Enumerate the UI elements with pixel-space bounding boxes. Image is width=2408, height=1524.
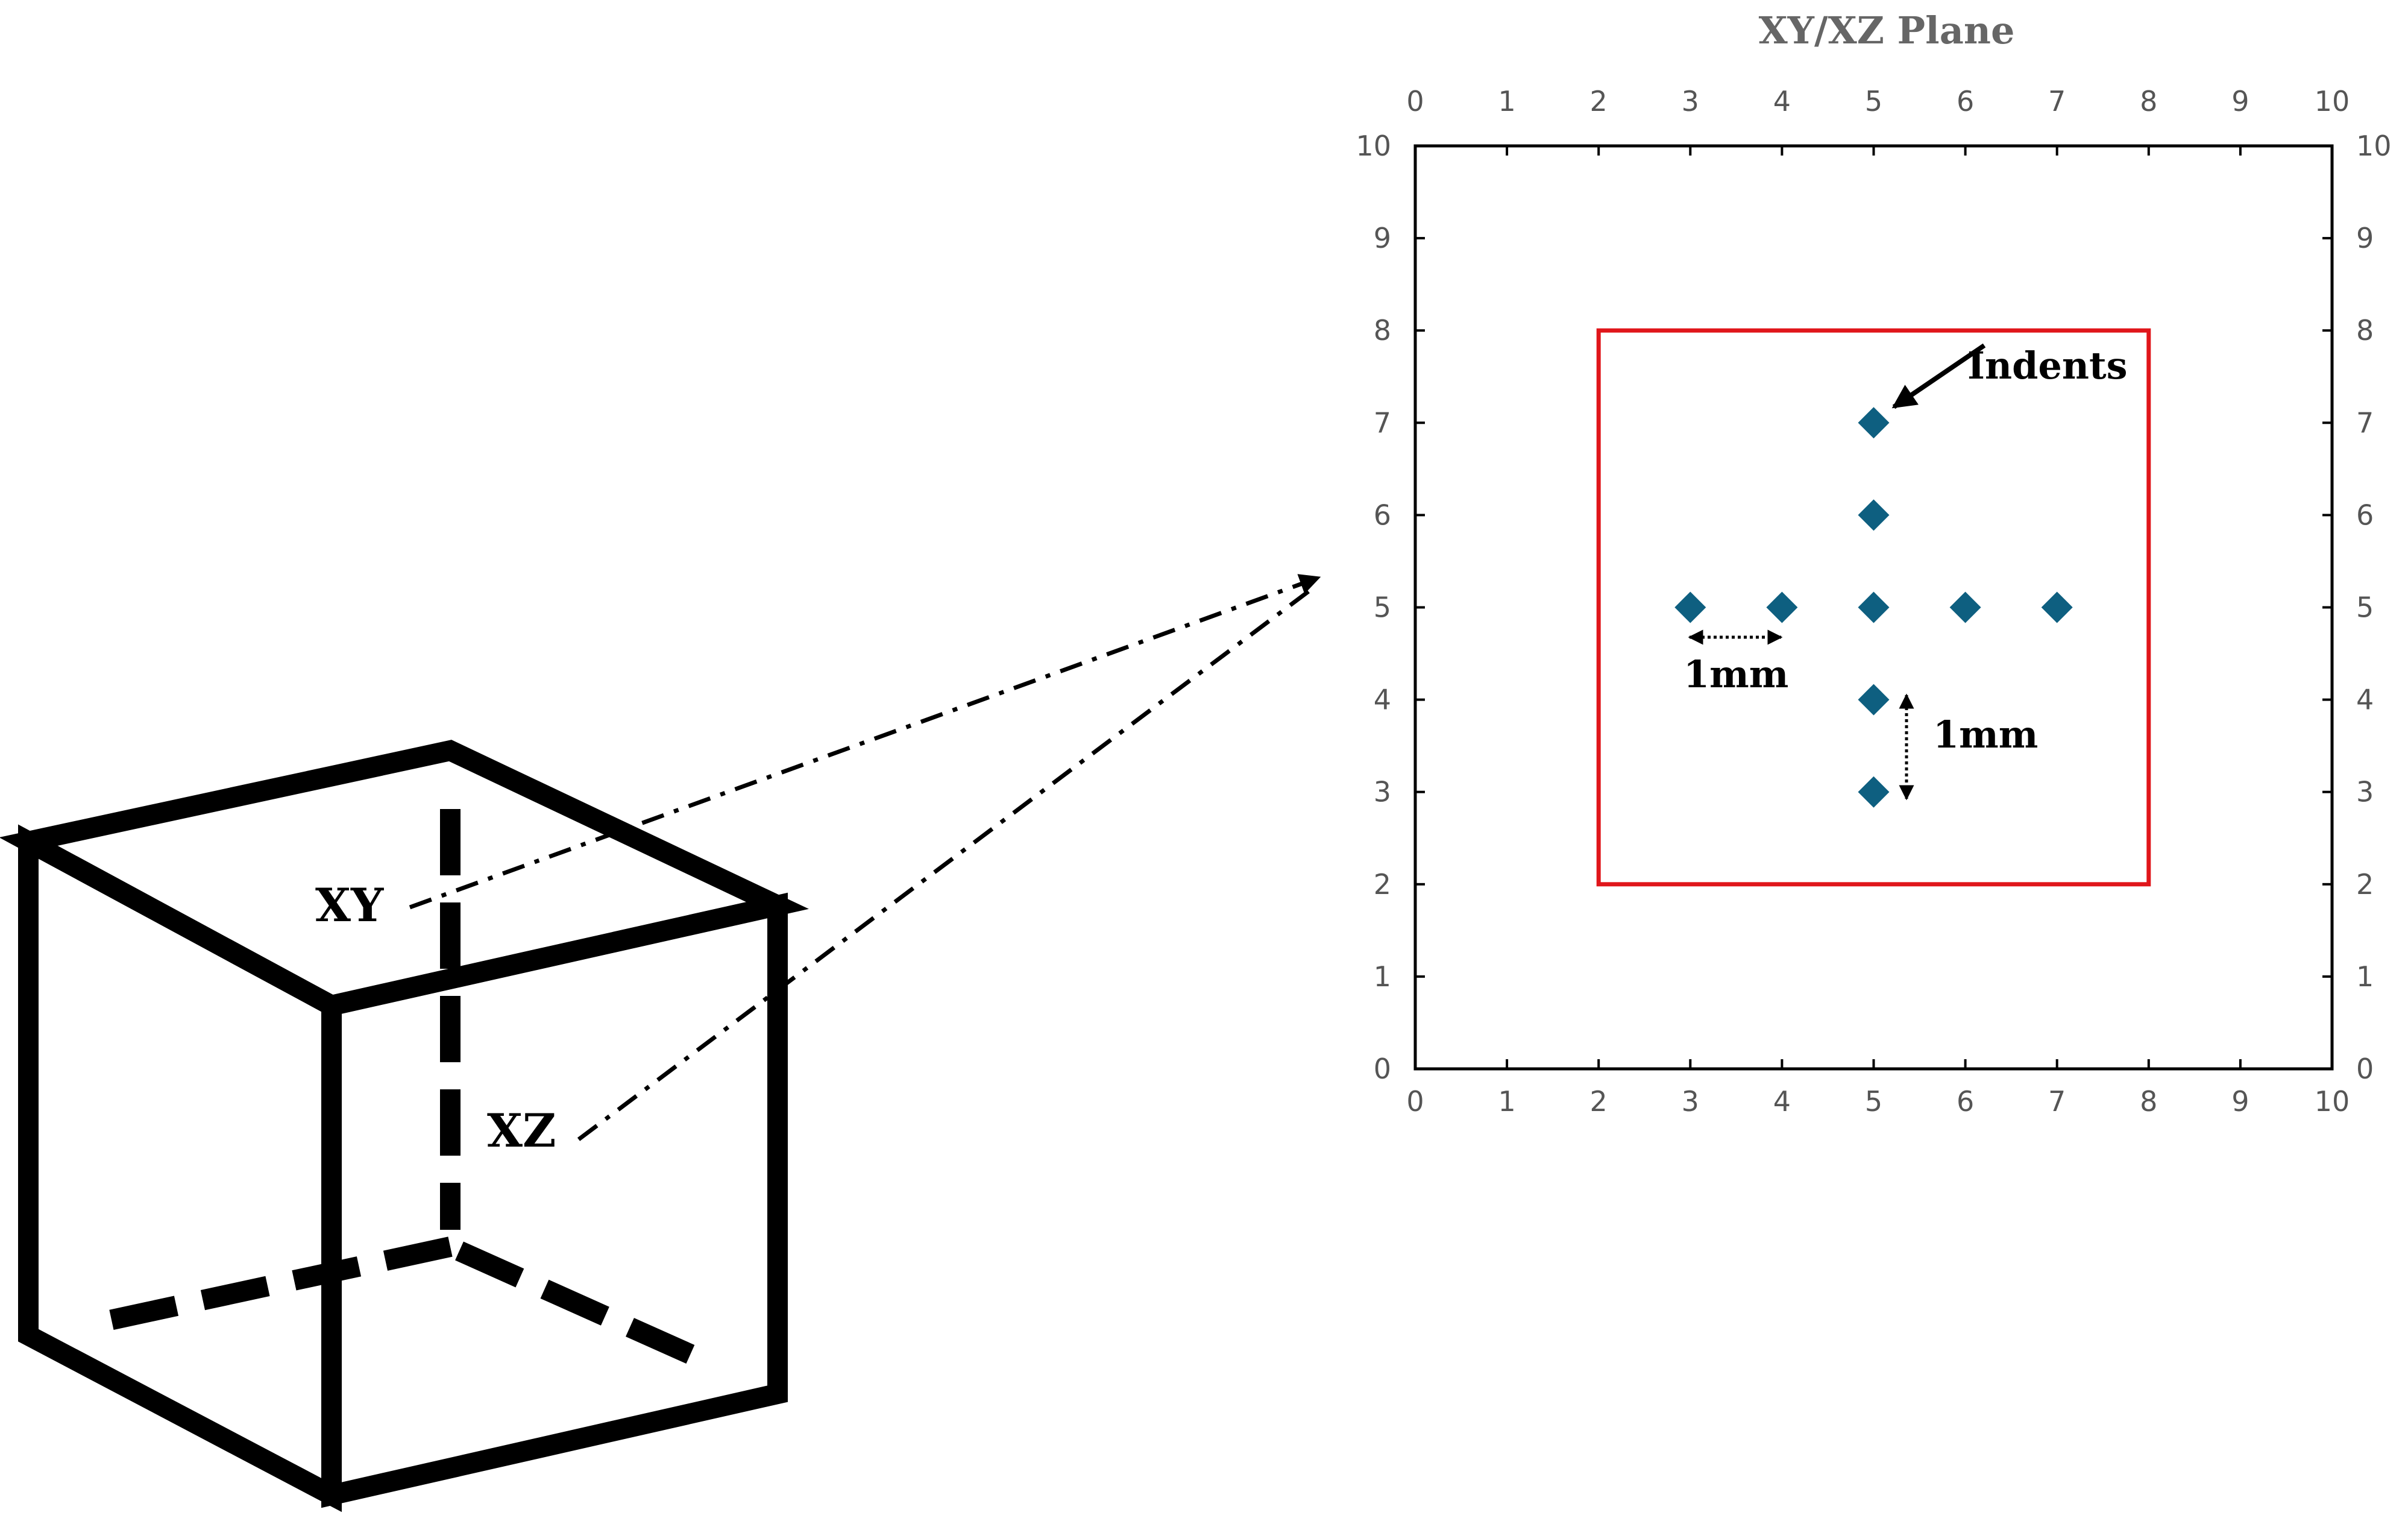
xz-plane-label: XZ [487,1104,556,1157]
indents-arrow [1891,343,1986,409]
vertical-spacing-label: 1mm [1933,713,2038,757]
x-tick-label-top: 7 [2048,85,2066,118]
x-tick-label-top: 8 [2140,85,2157,118]
x-tick-label-bottom: 4 [1773,1085,1791,1118]
indent-point [1858,499,1890,531]
x-tick-label-top: 0 [1406,85,1424,118]
xz-leader-line [577,588,1313,1141]
y-tick-label-left: 10 [1356,130,1391,162]
y-tick-label-left: 4 [1374,684,1391,716]
y-tick-label-right: 3 [2356,776,2374,808]
x-tick-label-bottom: 10 [2315,1085,2350,1118]
y-tick-label-left: 1 [1374,960,1391,993]
y-tick-label-left: 5 [1374,591,1391,624]
y-tick-label-right: 9 [2356,222,2374,254]
cube-hidden-edge-right [455,1241,715,1373]
chart-title: XY/XZ Plane [1759,8,2015,52]
indent-points [1674,407,2073,808]
axis-ticks [1414,145,2333,1070]
x-tick-label-top: 6 [1957,85,1974,118]
cube-hidden-edge-left [99,1236,453,1332]
y-tick-label-right: 6 [2356,499,2374,531]
y-tick-label-left: 2 [1374,868,1391,901]
y-tick-label-left: 6 [1374,499,1391,531]
y-tick-label-left: 0 [1374,1053,1391,1085]
x-tick-label-bottom: 5 [1865,1085,1882,1118]
cube-left-face [18,824,342,1513]
x-tick-label-top: 2 [1590,85,1608,118]
x-tick-label-top: 3 [1682,85,1699,118]
x-tick-label-top: 1 [1498,85,1515,118]
indent-point [1858,776,1890,808]
cube-right-face [321,892,788,1508]
x-tick-label-top: 4 [1773,85,1791,118]
y-tick-label-right: 0 [2356,1053,2374,1085]
x-tick-label-top: 10 [2315,85,2350,118]
x-tick-label-bottom: 8 [2140,1085,2157,1118]
x-tick-label-top: 5 [1865,85,1882,118]
y-tick-label-right: 7 [2356,406,2374,439]
x-tick-label-bottom: 2 [1590,1085,1608,1118]
y-tick-label-left: 9 [1374,222,1391,254]
x-tick-label-bottom: 0 [1406,1085,1424,1118]
y-tick-label-right: 10 [2356,130,2392,162]
x-tick-label-bottom: 1 [1498,1085,1515,1118]
xy-plane-label: XY [315,878,384,932]
indent-point [1858,407,1890,439]
indent-point [2041,591,2073,623]
indents-label: Indents [1967,344,2128,388]
indent-point [1766,591,1798,623]
indent-point [1858,684,1890,716]
y-tick-label-left: 7 [1374,406,1391,439]
y-tick-label-right: 2 [2356,868,2374,901]
indent-point [1949,591,1981,623]
y-tick-label-left: 8 [1374,314,1391,347]
indent-point [1674,591,1706,623]
cube-top-face [0,740,809,1016]
x-tick-label-bottom: 6 [1957,1085,1974,1118]
x-tick-label-bottom: 7 [2048,1085,2066,1118]
indent-point [1858,591,1890,623]
x-tick-label-bottom: 9 [2231,1085,2249,1118]
x-tick-label-top: 9 [2231,85,2249,118]
x-tick-label-bottom: 3 [1682,1085,1699,1118]
y-tick-label-right: 8 [2356,314,2374,347]
y-tick-label-right: 4 [2356,684,2374,716]
y-tick-label-right: 1 [2356,960,2374,993]
xy-leader-line [409,574,1321,910]
y-tick-label-left: 3 [1374,776,1391,808]
y-tick-label-right: 5 [2356,591,2374,624]
red-region-box [1596,328,2151,887]
horizontal-spacing-label: 1mm [1683,652,1788,696]
cube-diagram [0,740,809,1513]
